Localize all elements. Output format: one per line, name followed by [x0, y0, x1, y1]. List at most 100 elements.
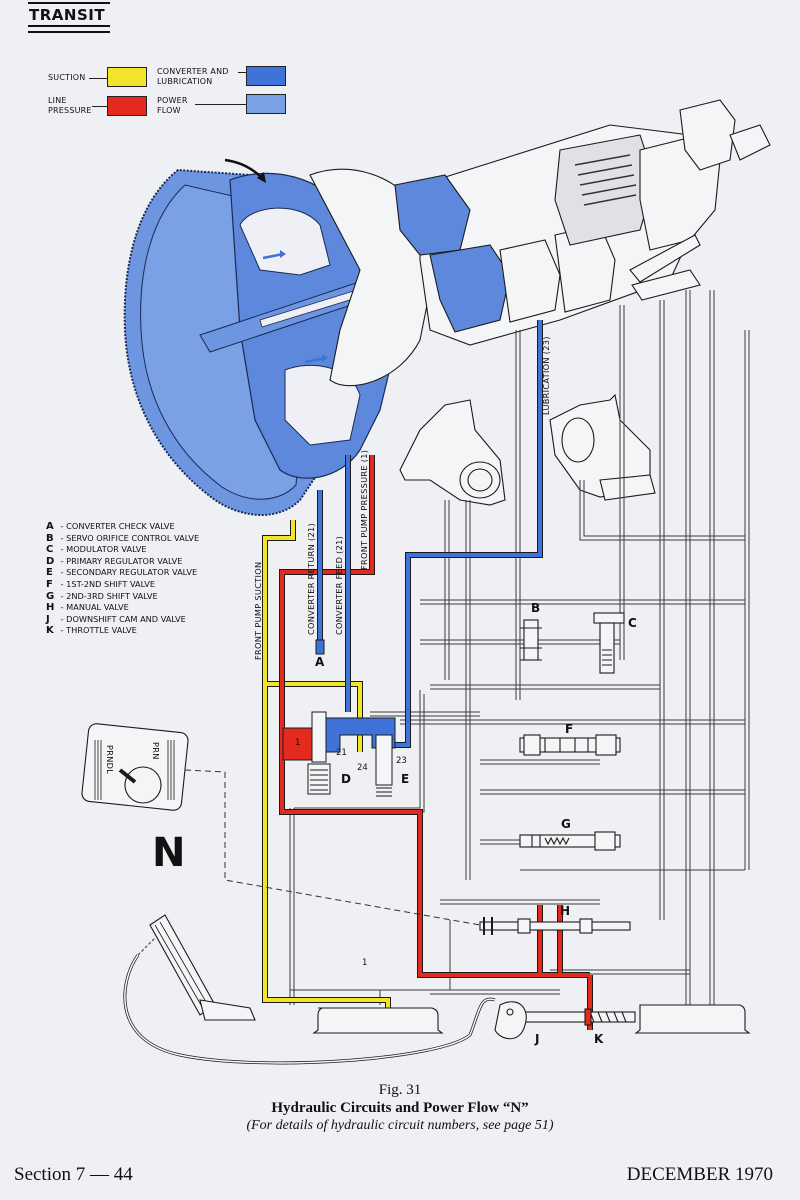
valve-key-name: THROTTLE VALVE: [66, 625, 137, 636]
selector-plate: [81, 723, 189, 811]
downshift-cam: [494, 1001, 527, 1040]
valve-body-components: [479, 612, 636, 1040]
valve-label-K: K: [594, 1032, 604, 1046]
footer-section: Section 7 — 44: [14, 1164, 133, 1185]
valve-label-G: G: [561, 817, 571, 831]
power-flow-arrow-icon: [322, 354, 328, 362]
legend-label-power: POWER: [157, 96, 188, 105]
label-converter-return: CONVERTER RETURN (21): [306, 523, 316, 635]
legend-label-line: LINE: [48, 96, 67, 105]
legend-label-pressure: PRESSURE: [48, 106, 92, 115]
valve-key-name: SECONDARY REGULATOR VALVE: [66, 567, 198, 578]
valve-key-item: F - 1ST-2ND SHIFT VALVE: [46, 578, 156, 590]
converter-check-valve: [315, 639, 325, 655]
valve-label-B: B: [531, 601, 540, 615]
selector-letters-right: PRN: [151, 742, 161, 760]
power-flow-arrow-icon: [280, 250, 286, 258]
legend-swatch-power-flow: [246, 94, 286, 114]
modulator-valve: [593, 612, 625, 674]
figure-title: Hydraulic Circuits and Power Flow “N”: [271, 1100, 529, 1116]
legend-leader: [195, 104, 246, 105]
valve-key-letter: C: [46, 544, 54, 556]
line-pressure-red: [538, 905, 562, 975]
output-shaft: [729, 124, 771, 161]
front-servo: [399, 399, 506, 506]
drum-segment: [499, 239, 561, 323]
shift-valve-2-3: [519, 831, 621, 851]
suction-line-yellow: [263, 520, 390, 1010]
valve-key-name: DOWNSHIFT CAM AND VALVE: [66, 613, 186, 624]
valve-label-D: D: [341, 772, 351, 786]
valve-key-letter: A: [46, 521, 54, 532]
valve-key-name: 1ST-2ND SHIFT VALVE: [66, 578, 156, 589]
valve-key-item: J - DOWNSHIFT CAM AND VALVE: [46, 613, 186, 625]
valve-key-item: K - THROTTLE VALVE: [46, 625, 137, 637]
case-flange: [631, 269, 701, 301]
legend-label-converter: CONVERTER AND LUBRICATION: [157, 67, 229, 87]
figure-note: (For details of hydraulic circuit number…: [246, 1118, 554, 1133]
valve-label-F: F: [565, 722, 573, 736]
valve-key-item: D - PRIMARY REGULATOR VALVE: [46, 555, 183, 567]
legend-swatch-line-pressure: [107, 96, 147, 116]
valve-key-item: A - CONVERTER CHECK VALVE: [46, 521, 175, 532]
circuit-number-24: 24: [357, 763, 368, 773]
legend-leader: [89, 78, 107, 79]
transmission-case: [309, 99, 771, 387]
valve-key-item: C - MODULATOR VALVE: [46, 544, 147, 556]
valve-key-letter: D: [46, 555, 55, 567]
legend-swatch-suction: [107, 67, 147, 87]
clutch-drum-blue: [429, 244, 511, 333]
valve-label-C: C: [628, 616, 637, 630]
valve-key-item: B - SERVO ORIFICE CONTROL VALVE: [46, 532, 200, 544]
shift-valve-1-2: [519, 734, 621, 756]
valve-key-letter: J: [46, 613, 50, 625]
circuit-number-1-manual: 1: [362, 958, 367, 968]
valve-key-name: PRIMARY REGULATOR VALVE: [66, 555, 183, 566]
figure-number: Fig. 31: [378, 1082, 422, 1098]
circuit-number-21: 21: [336, 748, 347, 758]
primary-regulator-spool: [311, 711, 327, 763]
gear-selector: [81, 723, 189, 811]
valve-label-A: A: [315, 655, 325, 669]
valve-key-item: H - MANUAL VALVE: [46, 602, 129, 614]
legend-leader: [238, 72, 246, 73]
header-rule-top: [28, 2, 110, 4]
valve-label-H: H: [560, 904, 570, 918]
front-oil-pan: [312, 1007, 444, 1034]
legend-label-lubrication: LUBRICATION: [157, 77, 213, 86]
valve-key-name: SERVO ORIFICE CONTROL VALVE: [66, 532, 200, 543]
selected-gear-indicator: N: [152, 830, 186, 876]
gear-teeth: [574, 154, 637, 206]
valve-key-item: E - SECONDARY REGULATOR VALVE: [46, 567, 198, 579]
legend-leader: [92, 106, 107, 107]
header-rule-bottom: [28, 31, 110, 33]
valve-key-letter: E: [46, 567, 53, 579]
lubrication-line: [395, 320, 542, 747]
legend-label-suction: SUCTION: [48, 73, 86, 82]
valve-key-item: G - 2ND-3RD SHIFT VALVE: [46, 590, 158, 602]
circuit-number-1: 1: [295, 738, 300, 748]
rear-servo: [549, 393, 656, 501]
selector-linkage-dashed: [184, 769, 481, 926]
legend-label-power-flow: POWER FLOW: [157, 96, 188, 116]
selector-knob: [124, 766, 162, 804]
governor-housing: [679, 99, 736, 171]
valve-key-name: CONVERTER CHECK VALVE: [66, 521, 175, 531]
pedal-linkage-dashed: [137, 937, 156, 956]
secondary-regulator-spool: [375, 734, 393, 786]
label-converter-feed: CONVERTER FEED (21): [334, 536, 344, 635]
legend-label-converter-and: CONVERTER AND: [157, 67, 229, 76]
label-lubrication: LUBRICATION (23): [541, 336, 551, 415]
valve-label-E: E: [401, 772, 409, 786]
line-pressure-red: [280, 455, 590, 977]
rear-oil-pan: [634, 1004, 751, 1034]
circuit-number-23: 23: [396, 756, 407, 766]
valve-key: A - CONVERTER CHECK VALVE B - SERVO ORIF…: [46, 521, 199, 637]
rotation-arrow-icon: [257, 172, 266, 183]
valve-key-name: 2ND-3RD SHIFT VALVE: [66, 590, 158, 601]
manual-valve: [479, 917, 631, 935]
primary-regulator-spring: [307, 763, 331, 795]
servo-orifice-control-valve: [520, 619, 542, 661]
legend-swatch-converter: [246, 66, 286, 86]
